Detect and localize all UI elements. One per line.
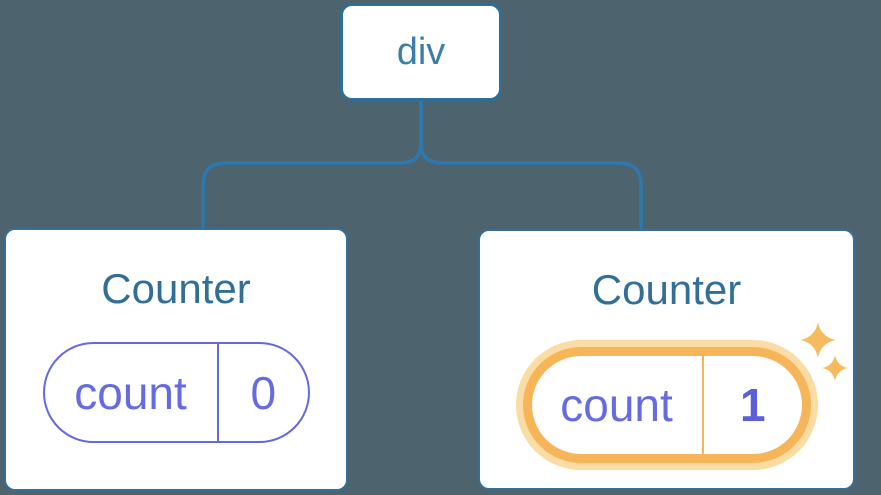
state-key: count xyxy=(74,366,187,419)
root-node-label: div xyxy=(396,30,446,73)
counter-card-0: Counter count 0 xyxy=(4,228,348,491)
connector-right-branch xyxy=(419,101,643,229)
state-pill: count 0 xyxy=(42,342,310,443)
pill-divider xyxy=(701,356,704,454)
sparkle-icon xyxy=(822,355,848,381)
state-pill-highlighted: count 1 xyxy=(522,347,811,463)
card-title: Counter xyxy=(591,266,742,313)
pill-divider xyxy=(216,344,219,441)
state-key: count xyxy=(560,379,673,431)
connector-left-branch xyxy=(201,101,423,229)
sparkle-icon xyxy=(800,322,836,358)
state-value: 0 xyxy=(250,366,277,419)
counter-card-1: Counter count 1 xyxy=(478,229,855,490)
state-value: 1 xyxy=(739,379,766,431)
root-node-div: div xyxy=(340,3,502,101)
card-title: Counter xyxy=(101,265,251,312)
